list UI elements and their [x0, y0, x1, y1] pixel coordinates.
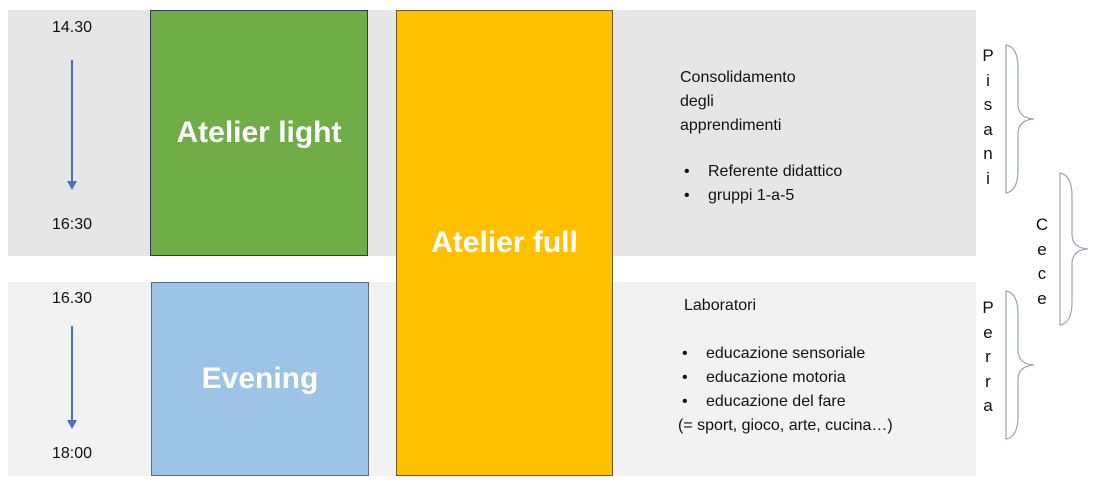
- letter: P: [982, 46, 994, 65]
- letter: i: [986, 168, 990, 188]
- afternoon-description: Consolidamento degli apprendimenti Refer…: [680, 66, 842, 208]
- letter: e: [983, 322, 993, 342]
- letter: i: [986, 70, 990, 90]
- pisani-brace-icon: [1005, 44, 1035, 194]
- time-start-evening: 16.30: [51, 290, 93, 307]
- letter: a: [983, 119, 993, 139]
- letter: n: [983, 144, 993, 163]
- evening-note: (= sport, gioco, arte, cucina…): [678, 417, 893, 434]
- letter: s: [983, 95, 993, 114]
- letter: a: [983, 396, 993, 415]
- atelier-full-box: Atelier full: [396, 10, 613, 476]
- atelier-light-box: Atelier light: [150, 10, 368, 256]
- bullet-item: gruppi 1-a-5: [680, 184, 842, 208]
- time-end-evening: 18:00: [51, 445, 93, 462]
- letter: c: [1037, 264, 1047, 283]
- name-cece: C e c e: [1032, 213, 1052, 311]
- bullet-item: educazione motoria: [678, 366, 893, 390]
- time-start-afternoon: 14.30: [51, 19, 93, 36]
- evening-box: Evening: [151, 282, 369, 476]
- letter: r: [985, 347, 991, 366]
- time-end-afternoon: 16:30: [51, 216, 93, 233]
- letter: e: [1037, 288, 1047, 308]
- perra-brace-icon: [1005, 290, 1035, 440]
- afternoon-title-line: Consolidamento: [680, 69, 796, 86]
- evening-bullet-list: educazione sensoriale educazione motoria…: [678, 342, 893, 414]
- letter: r: [985, 371, 991, 391]
- atelier-light-label: Atelier light: [176, 116, 342, 149]
- letter: C: [1035, 215, 1049, 234]
- evening-label: Evening: [201, 362, 319, 395]
- name-pisani: P i s a n i: [978, 44, 998, 191]
- atelier-full-label: Atelier full: [431, 226, 578, 259]
- cece-brace-icon: [1059, 172, 1089, 326]
- evening-description: Laboratori educazione sensoriale educazi…: [678, 294, 893, 438]
- afternoon-title-line: degli: [680, 93, 714, 110]
- evening-title: Laboratori: [684, 297, 757, 314]
- bullet-item: educazione sensoriale: [678, 342, 893, 366]
- afternoon-down-arrow-icon: [67, 60, 77, 190]
- afternoon-bullet-list: Referente didattico gruppi 1-a-5: [680, 160, 842, 208]
- afternoon-title-line: apprendimenti: [680, 117, 782, 134]
- bullet-item: Referente didattico: [680, 160, 842, 184]
- evening-down-arrow-icon: [67, 326, 77, 429]
- letter: P: [982, 298, 994, 317]
- letter: e: [1037, 239, 1047, 259]
- name-perra: P e r r a: [978, 296, 998, 419]
- bullet-item: educazione del fare: [678, 390, 893, 414]
